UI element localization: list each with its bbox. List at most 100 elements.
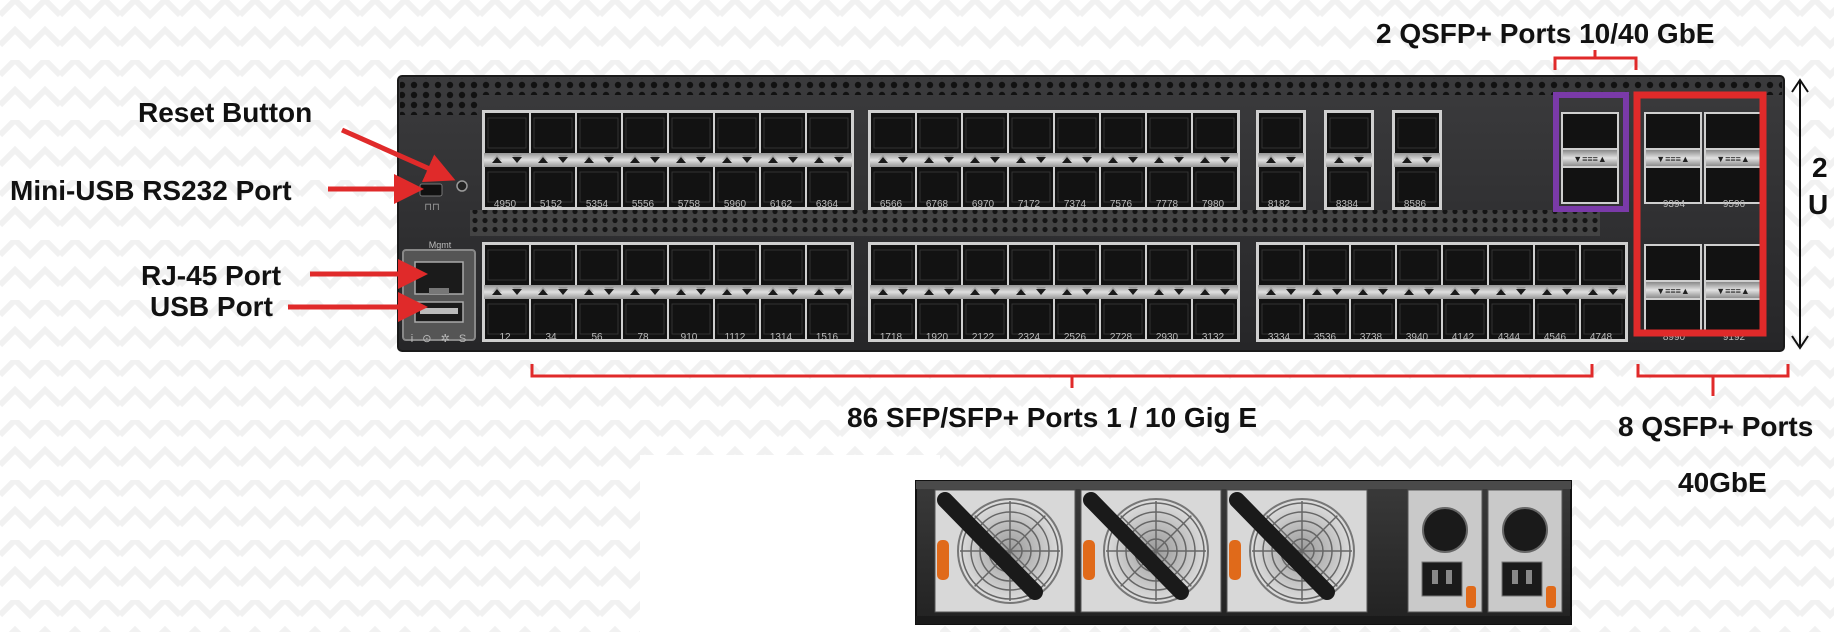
fan-release-latch <box>1229 540 1241 580</box>
port-number-label: 7980 <box>1202 199 1225 210</box>
sfp-port <box>531 167 575 207</box>
port-latch-icon <box>1378 289 1388 295</box>
port-number-label: 4546 <box>1544 332 1567 343</box>
sfp-port <box>715 113 759 153</box>
sfp-port <box>871 113 915 153</box>
sfp-block-bottom-1 <box>482 242 854 342</box>
port-latch-icon <box>1286 289 1296 295</box>
port-latch-icon <box>834 157 844 163</box>
port-latch-icon <box>898 289 908 295</box>
port-latch-icon <box>676 157 686 163</box>
port-latch-icon <box>1154 289 1164 295</box>
qsfp-10-40-highlight-box <box>1553 92 1629 212</box>
mgmt-label: Mgmt <box>429 240 452 250</box>
sfp-port <box>761 299 805 339</box>
psu-release-latch <box>1546 586 1556 608</box>
mini-usb-port <box>419 183 443 197</box>
port-number-label: 9192 <box>1723 332 1746 343</box>
sfp-port <box>669 299 713 339</box>
sfp-block-top-1 <box>482 110 854 210</box>
port-number-label: 4950 <box>494 199 517 210</box>
sfp-port <box>1147 167 1191 207</box>
port-latch-icon <box>1450 289 1460 295</box>
sfp-block-bottom-2 <box>868 242 1240 342</box>
port-latch-icon <box>1108 157 1118 163</box>
port-number-label: 1920 <box>926 332 949 343</box>
sfp-port <box>1351 245 1395 285</box>
sfp-port <box>1101 113 1145 153</box>
qsfp-port-group-3: ▼≡≡≡▲ <box>1644 244 1702 336</box>
callout-arrows <box>288 127 456 322</box>
port-latch-icon <box>1036 289 1046 295</box>
svg-text:▼≡≡≡▲: ▼≡≡≡▲ <box>1656 154 1690 164</box>
port-latch-icon <box>584 157 594 163</box>
port-number-label: 6364 <box>816 199 839 210</box>
height-label-2: 2 <box>1812 152 1828 183</box>
sfp-port <box>1259 299 1303 339</box>
port-number-label: 8182 <box>1268 199 1291 210</box>
port-latch-icon <box>814 157 824 163</box>
port-number-label: 3334 <box>1268 332 1291 343</box>
sfp-port <box>1305 245 1349 285</box>
sfp-port <box>623 113 667 153</box>
port-latch-icon <box>1200 157 1210 163</box>
psu-release-latch <box>1466 586 1476 608</box>
qsfp-port-group-2: ▼≡≡≡▲ <box>1704 112 1762 204</box>
port-latch-icon <box>878 289 888 295</box>
port-latch-icon <box>1542 289 1552 295</box>
side-vent-strip <box>400 95 478 115</box>
port-latch-icon <box>768 157 778 163</box>
power-supply <box>1487 489 1563 613</box>
port-latch-icon <box>1036 157 1046 163</box>
port-latch-icon <box>1174 289 1184 295</box>
psu-fan-icon <box>1502 507 1548 553</box>
port-latch-icon <box>1608 289 1618 295</box>
port-latch-icon <box>1062 157 1072 163</box>
sfp-port <box>1443 299 1487 339</box>
svg-text:▼≡≡≡▲: ▼≡≡≡▲ <box>1656 286 1690 296</box>
sfp-port <box>871 167 915 207</box>
port-latch-icon <box>970 157 980 163</box>
sfp-port <box>807 113 851 153</box>
sfp-port <box>1147 299 1191 339</box>
port-number-label: 12 <box>499 332 511 343</box>
port-number-label: 34 <box>545 332 557 343</box>
sfp-port <box>871 299 915 339</box>
svg-text:▼≡≡≡▲: ▼≡≡≡▲ <box>1716 154 1750 164</box>
sfp-port <box>577 245 621 285</box>
port-latch-icon <box>1334 157 1344 163</box>
sfp-port <box>1489 299 1533 339</box>
port-number-label: 5354 <box>586 199 609 210</box>
fan-release-latch <box>1083 540 1095 580</box>
port-latch-icon <box>1082 289 1092 295</box>
sfp-port <box>623 299 667 339</box>
sfp-port <box>1443 245 1487 285</box>
port-latch-icon <box>1354 157 1364 163</box>
sfp-port <box>1009 245 1053 285</box>
sfp-port <box>1259 113 1303 153</box>
port-latch-icon <box>1312 289 1322 295</box>
fan-modules <box>934 489 1368 613</box>
port-latch-icon <box>558 289 568 295</box>
port-number-label: 9596 <box>1723 199 1746 210</box>
sfp-port <box>715 245 759 285</box>
sfp-port <box>1581 245 1625 285</box>
port-number-label: 910 <box>681 332 698 343</box>
sfp-port <box>1327 167 1371 207</box>
port-number-label: 1314 <box>770 332 793 343</box>
port-latch-icon <box>1200 289 1210 295</box>
port-number-label: 2526 <box>1064 332 1087 343</box>
sfp-port-blocks: ▼≡≡≡▲▼≡≡≡▲▼≡≡≡▲▼≡≡≡▲▼≡≡≡▲ <box>482 110 1762 342</box>
sfp-port <box>807 245 851 285</box>
sfp-port <box>1193 113 1237 153</box>
sfp-port <box>1259 245 1303 285</box>
port-latch-icon <box>1402 157 1412 163</box>
port-latch-icon <box>1062 289 1072 295</box>
port-latch-icon <box>788 157 798 163</box>
fan-handle <box>1083 492 1189 600</box>
qsfp-right-brace <box>1636 364 1790 396</box>
sfp-port <box>1101 299 1145 339</box>
port-latch-icon <box>1016 157 1026 163</box>
sfp-port <box>485 113 529 153</box>
sfp-port <box>531 299 575 339</box>
